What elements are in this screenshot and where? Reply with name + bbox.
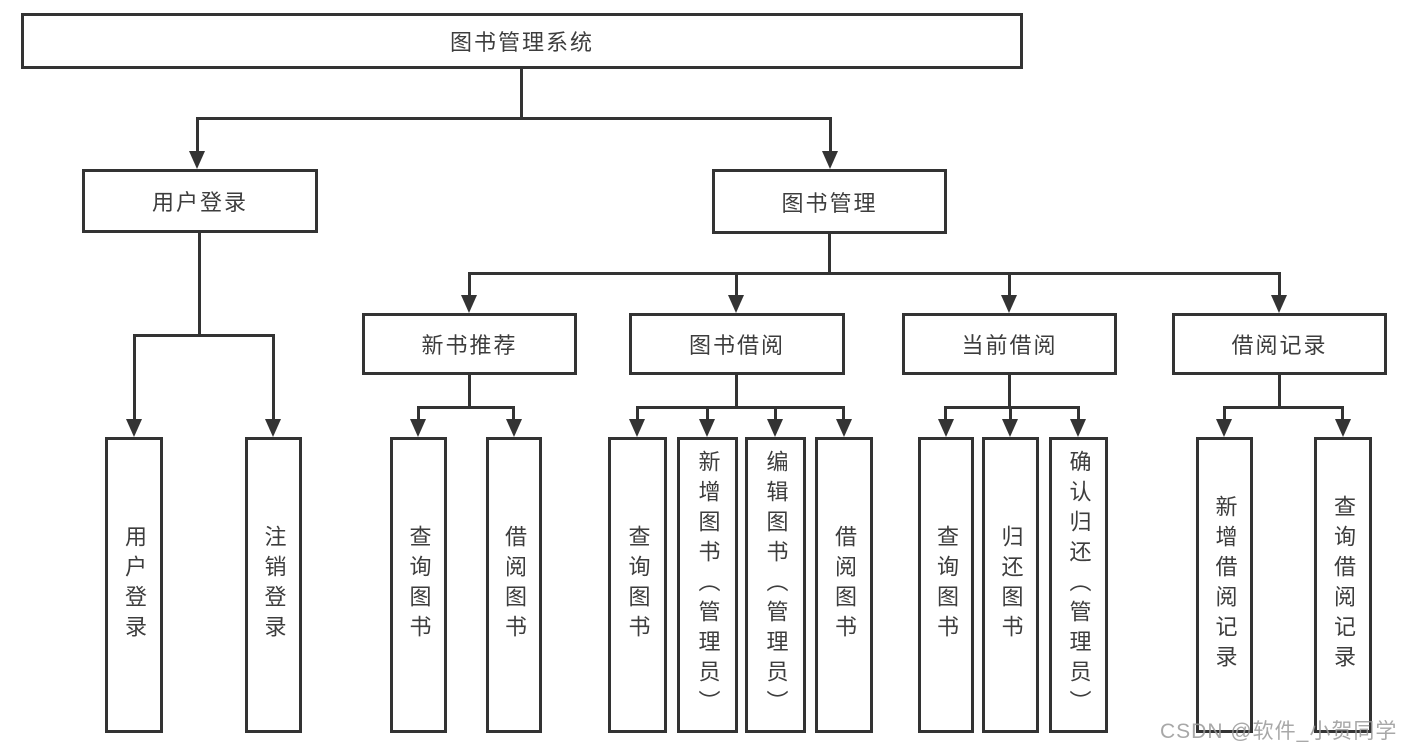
connector-current-arm-1 <box>944 406 947 421</box>
arrowhead-icon <box>938 419 954 437</box>
arrowhead-icon <box>1002 419 1018 437</box>
arrowhead-icon <box>126 419 142 437</box>
node-book-borrow: 图书借阅 <box>629 313 845 375</box>
leaf-label: 查询图书 <box>934 525 959 645</box>
arrowhead-icon <box>461 295 477 313</box>
leaf-borrow-borrow-books: 借阅图书 <box>815 437 873 733</box>
arrowhead-icon <box>822 151 838 169</box>
node-borrow-records: 借阅记录 <box>1172 313 1387 375</box>
leaf-current-return-books: 归还图书 <box>982 437 1039 733</box>
connector-management-stub <box>828 234 831 274</box>
connector-recommend-bar <box>417 406 515 409</box>
leaf-logout: 注销登录 <box>245 437 302 733</box>
leaf-current-confirm-return-admin: 确认归还（管理员） <box>1049 437 1108 733</box>
node-root-system: 图书管理系统 <box>21 13 1023 69</box>
connector-management-arm-records <box>1278 272 1281 298</box>
leaf-label: 借阅图书 <box>502 525 527 645</box>
arrowhead-icon <box>728 295 744 313</box>
arrowhead-icon <box>1001 295 1017 313</box>
node-book-management: 图书管理 <box>712 169 947 234</box>
leaf-borrow-add-books-admin: 新增图书（管理员） <box>677 437 738 733</box>
leaf-label: 新增借阅记录 <box>1212 495 1238 675</box>
connector-borrow-arm-3 <box>774 406 777 421</box>
leaf-recommend-query-books: 查询图书 <box>390 437 447 733</box>
connector-current-arm-2 <box>1009 406 1012 421</box>
leaf-label: 用户登录 <box>122 525 147 645</box>
arrowhead-icon <box>1271 295 1287 313</box>
leaf-label: 编辑图书（管理员） <box>763 450 789 720</box>
connector-recommend-arm-2 <box>512 406 515 421</box>
leaf-borrow-edit-books-admin: 编辑图书（管理员） <box>745 437 806 733</box>
connector-management-bar <box>468 272 1281 275</box>
node-new-book-recommend: 新书推荐 <box>362 313 577 375</box>
connector-records-bar <box>1223 406 1344 409</box>
leaf-label: 新增图书（管理员） <box>695 450 721 720</box>
arrowhead-icon <box>189 151 205 169</box>
connector-recommend-stub <box>468 375 471 408</box>
arrowhead-icon <box>1216 419 1232 437</box>
leaf-recommend-borrow-books: 借阅图书 <box>486 437 542 733</box>
connector-records-arm-2 <box>1341 406 1344 421</box>
connector-management-arm-borrow <box>735 272 738 298</box>
arrowhead-icon <box>410 419 426 437</box>
arrowhead-icon <box>1070 419 1086 437</box>
leaf-label: 注销登录 <box>261 525 287 645</box>
leaf-current-query-books: 查询图书 <box>918 437 974 733</box>
connector-records-arm-1 <box>1223 406 1226 421</box>
arrowhead-icon <box>506 419 522 437</box>
leaf-label: 查询图书 <box>406 525 432 645</box>
connector-root-bar <box>196 117 832 120</box>
leaf-label: 查询借阅记录 <box>1331 495 1356 675</box>
leaf-user-login: 用户登录 <box>105 437 163 733</box>
arrowhead-icon <box>1335 419 1351 437</box>
connector-login-arm-1 <box>133 334 136 420</box>
node-user-login: 用户登录 <box>82 169 318 233</box>
csdn-watermark: CSDN @软件_小贺同学 <box>1160 720 1398 743</box>
connector-current-arm-3 <box>1077 406 1080 421</box>
leaf-borrow-query-books: 查询图书 <box>608 437 667 733</box>
arrowhead-icon <box>836 419 852 437</box>
node-current-borrow: 当前借阅 <box>902 313 1117 375</box>
connector-borrow-arm-2 <box>706 406 709 421</box>
connector-root-arm-management <box>829 117 832 153</box>
node-root-label: 图书管理系统 <box>449 30 594 55</box>
connector-records-stub <box>1278 375 1281 408</box>
connector-root-stub <box>520 69 523 117</box>
node-current-borrow-label: 当前借阅 <box>961 333 1058 358</box>
connector-current-stub <box>1008 375 1011 408</box>
arrowhead-icon <box>265 419 281 437</box>
connector-management-arm-recommend <box>468 272 471 298</box>
node-book-borrow-label: 图书借阅 <box>688 333 785 358</box>
node-user-login-label: 用户登录 <box>151 190 248 215</box>
connector-login-bar <box>133 334 275 337</box>
leaf-label: 归还图书 <box>998 525 1024 645</box>
connector-root-arm-login <box>196 117 199 153</box>
leaf-label: 确认归还（管理员） <box>1066 450 1092 720</box>
connector-recommend-arm-1 <box>417 406 420 421</box>
connector-borrow-arm-4 <box>842 406 845 421</box>
leaf-label: 借阅图书 <box>832 525 857 645</box>
connector-borrow-arm-1 <box>636 406 639 421</box>
node-book-management-label: 图书管理 <box>781 190 878 216</box>
connector-login-stub <box>198 233 201 336</box>
leaf-records-add-record: 新增借阅记录 <box>1196 437 1253 733</box>
node-borrow-records-label: 借阅记录 <box>1231 333 1328 358</box>
arrowhead-icon <box>629 419 645 437</box>
connector-management-arm-current <box>1008 272 1011 298</box>
leaf-records-query-record: 查询借阅记录 <box>1314 437 1372 733</box>
arrowhead-icon <box>699 419 715 437</box>
arrowhead-icon <box>767 419 783 437</box>
connector-borrow-bar <box>636 406 844 409</box>
connector-login-arm-2 <box>272 334 275 420</box>
leaf-label: 查询图书 <box>625 525 651 645</box>
node-new-book-recommend-label: 新书推荐 <box>421 333 518 358</box>
connector-borrow-stub <box>735 375 738 408</box>
